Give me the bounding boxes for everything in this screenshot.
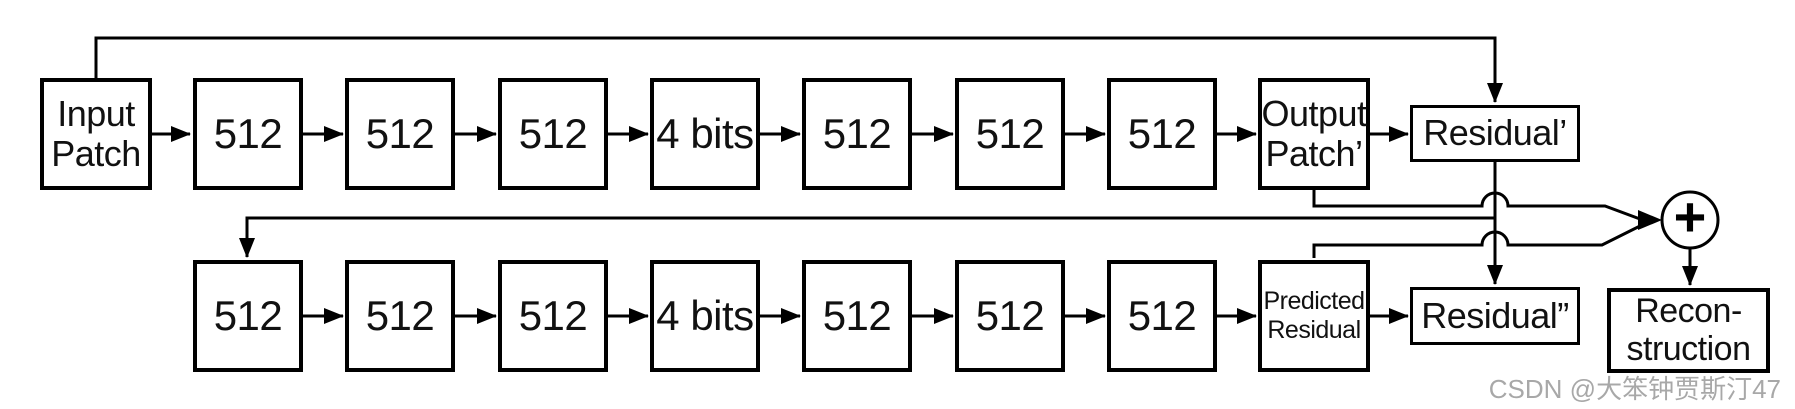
top-512-box-6: 512 bbox=[1107, 78, 1217, 190]
top-512-box-2: 512 bbox=[345, 78, 455, 190]
top-512-box-5: 512 bbox=[955, 78, 1065, 190]
top-4bits-box: 4 bits bbox=[650, 78, 760, 190]
reconstruction-box: Recon-struction bbox=[1607, 288, 1770, 373]
input-patch-box: Input Patch bbox=[40, 78, 152, 190]
predicted-residual-box: Predicted Residual bbox=[1258, 260, 1370, 372]
predicted-residual-to-adder-line bbox=[1312, 224, 1641, 258]
adder-plus-symbol: + bbox=[1673, 185, 1707, 248]
top-512-box-1: 512 bbox=[193, 78, 303, 190]
adder-input-arrowhead bbox=[1638, 210, 1662, 230]
bottom-512-box-4: 512 bbox=[802, 260, 912, 372]
bottom-512-box-2: 512 bbox=[345, 260, 455, 372]
output-patch-box: Output Patch’ bbox=[1258, 78, 1370, 190]
skip-input-to-residual-line bbox=[94, 36, 1503, 103]
bottom-512-box-6: 512 bbox=[1107, 260, 1217, 372]
bottom-512-box-3: 512 bbox=[498, 260, 608, 372]
top-512-box-4: 512 bbox=[802, 78, 912, 190]
residual-prime-box: Residual’ bbox=[1410, 105, 1580, 162]
residual-to-stage2-input-line bbox=[239, 216, 1495, 258]
top-512-box-3: 512 bbox=[498, 78, 608, 190]
bottom-4bits-box: 4 bits bbox=[650, 260, 760, 372]
watermark-text: CSDN @大笨钟贾斯汀47 bbox=[1488, 374, 1781, 404]
output-patch-to-adder-line bbox=[1312, 190, 1641, 221]
bottom-512-box-1: 512 bbox=[193, 260, 303, 372]
residual-double-prime-box: Residual” bbox=[1410, 287, 1580, 345]
bottom-512-box-5: 512 bbox=[955, 260, 1065, 372]
